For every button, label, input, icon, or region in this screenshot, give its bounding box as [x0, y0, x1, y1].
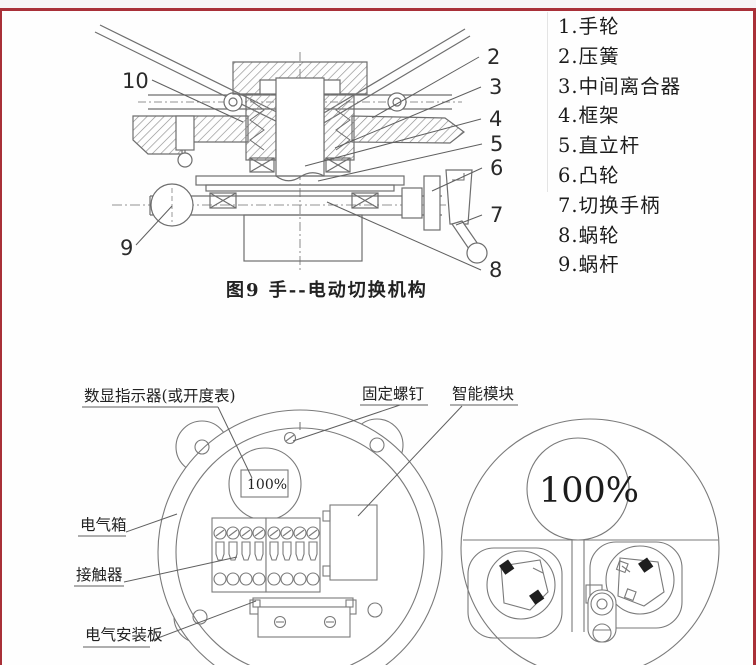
fuse-elements [215, 541, 318, 561]
red-border-left [0, 8, 2, 665]
part-item-9: 9.蜗杆 [558, 253, 620, 277]
callout-4: 4 [489, 107, 502, 131]
callout-10: 10 [122, 69, 149, 93]
callout-5: 5 [490, 132, 503, 156]
label-display-indicator: 数显指示器(或开度表) [84, 387, 236, 405]
selector-knob-left [486, 550, 556, 620]
contactor-blocks [211, 517, 321, 593]
terminal-screws [213, 526, 320, 586]
display-bezel [240, 469, 289, 498]
part-item-5: 5.直立杆 [558, 134, 641, 158]
figure9-parts-list: 1.手轮 2.压簧 3.中间离合器 4.框架 5.直立杆 6.凸轮 7.切换手柄… [558, 12, 748, 280]
indicator-value: 100% [247, 477, 287, 493]
label-contactor: 接触器 [76, 566, 123, 584]
label-electric-box: 电气箱 [80, 516, 127, 534]
part-item-7: 7.切换手柄 [558, 193, 661, 217]
cover-outline [460, 418, 720, 665]
callout-8: 8 [489, 258, 502, 282]
dial-value: 100% [539, 471, 639, 511]
figure10-leaders [74, 404, 518, 648]
callout-3: 3 [489, 75, 502, 99]
callout-9: 9 [120, 236, 133, 260]
latch-unit [585, 584, 617, 643]
smart-module-box [322, 504, 378, 581]
figure9-diagram: 10 2 3 4 5 6 7 8 9 图9 手--电动切换机构 [94, 24, 503, 301]
page-top-strip [0, 0, 756, 8]
handle-knob [466, 242, 488, 264]
worm-shaft-assembly [112, 169, 488, 264]
cover-face-diagram: 100% [460, 418, 720, 665]
part-item-1: 1.手轮 [558, 15, 620, 38]
part-item-4: 4.框架 [558, 104, 620, 128]
part-item-2: 2.压簧 [558, 44, 620, 68]
part-item-8: 8.蜗轮 [558, 223, 620, 247]
callout-7: 7 [490, 203, 503, 227]
callout-2: 2 [487, 45, 500, 69]
clutch-assembly [132, 52, 465, 272]
part-item-3: 3.中间离合器 [558, 74, 682, 98]
red-border-top [0, 8, 756, 11]
page-fold-line [547, 12, 548, 192]
fixing-screw-icon [283, 431, 297, 445]
part-item-6: 6.凸轮 [558, 163, 620, 187]
mounting-bracket [249, 597, 357, 638]
label-fixing-screw: 固定螺钉 [362, 385, 424, 403]
selector-knob-right [605, 545, 675, 615]
bearing-icon [249, 157, 351, 173]
callout-6: 6 [490, 156, 503, 180]
figure9-caption: 图9 手--电动切换机构 [226, 279, 428, 301]
selector-panel-left [467, 547, 563, 639]
label-smart-module: 智能模块 [452, 385, 514, 403]
red-border-right [753, 8, 756, 665]
leader-lines [135, 56, 483, 271]
label-mounting-plate: 电气安装板 [85, 626, 163, 644]
electric-box-diagram: 数显指示器(或开度表) 固定螺钉 智能模块 电气箱 接触器 电气安装板 100% [74, 385, 518, 665]
